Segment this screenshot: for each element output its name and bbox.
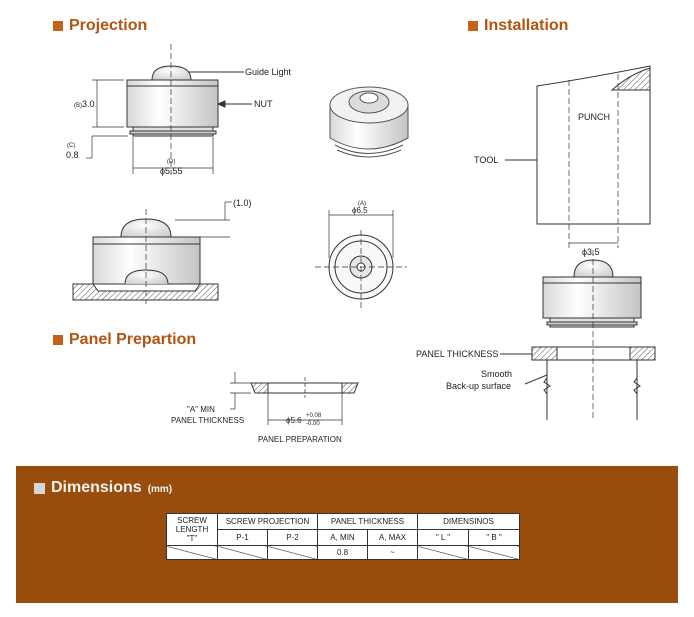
panel-preparation-title: Panel Prepartion	[69, 331, 197, 348]
a-min-header: A, MIN	[317, 529, 368, 546]
nut-3d-view	[329, 86, 409, 158]
tool-label: TOOL	[474, 155, 498, 165]
p1-header: P-1	[217, 529, 268, 546]
technical-drawing: Guide Light NUT (B) 3.0 (C) 0.8 (D) ϕ5.5…	[66, 44, 656, 444]
c-letter: (C)	[67, 143, 75, 149]
screw-projection-header: SCREW PROJECTION	[217, 513, 318, 530]
panel-preparation-heading: Panel Prepartion	[53, 331, 196, 349]
dimensions-header: DIMENSINOS	[417, 513, 520, 530]
table-cell-empty	[267, 545, 318, 560]
tolerance-plus: +0.08	[306, 413, 322, 419]
d-value: ϕ5.55	[160, 166, 183, 176]
punch-diameter: ϕ3.5	[582, 247, 600, 257]
nut-top-view	[315, 210, 407, 310]
backup-surface-label: Back-up surface	[446, 381, 511, 391]
a-max-value: ~	[367, 545, 418, 560]
a-min-value: 0.8	[317, 545, 368, 560]
screw-length-header: SCREW LENGTH "T"	[166, 513, 218, 546]
table-cell-empty	[166, 545, 218, 560]
installation-heading: Installation	[468, 17, 568, 35]
smooth-label: Smooth	[481, 369, 512, 379]
table-cell-empty	[468, 545, 520, 560]
dimensions-unit: (mm)	[147, 484, 173, 495]
nut-label: NUT	[254, 99, 273, 109]
p2-header: P-2	[267, 529, 318, 546]
nut-side-view	[86, 44, 252, 175]
b-letter: (B)	[74, 103, 82, 109]
dimensions-table: SCREW LENGTH "T" SCREW PROJECTION PANEL …	[166, 513, 520, 560]
a-min-label: "A" MIN	[187, 405, 215, 414]
projection-heading: Projection	[53, 17, 147, 35]
punch-label: PUNCH	[578, 112, 610, 122]
a-value: ϕ6.5	[352, 206, 368, 215]
hole-diameter: ϕ5.6	[286, 416, 302, 425]
panel-thickness-header: PANEL THICKNESS	[317, 513, 418, 530]
installation-panel-thickness-label: PANEL THICKNESS	[416, 349, 498, 359]
projection-title: Projection	[69, 17, 148, 34]
panel-preparation-drawing	[230, 372, 359, 425]
a-letter: (A)	[358, 201, 366, 207]
table-cell-empty	[217, 545, 268, 560]
heading-square-icon	[53, 335, 63, 345]
installation-title: Installation	[484, 17, 569, 34]
punch-tool	[505, 65, 651, 248]
panel-preparation-caption: PANEL PREPARATION	[258, 435, 342, 444]
dimensions-title: Dimensions	[51, 479, 142, 496]
a-max-header: A, MAX	[367, 529, 418, 546]
installed-nut	[500, 250, 656, 420]
c-value: 0.8	[66, 150, 79, 160]
b-value: 3.0	[82, 99, 95, 109]
projection-value: (1.0)	[233, 198, 252, 208]
panel-thickness-label: PANEL THICKNESS	[171, 416, 244, 425]
nut-installed-view	[72, 201, 232, 304]
dimensions-panel: Dimensions (mm) SCREW LENGTH "T" SCREW P…	[16, 466, 678, 603]
guide-light-label: Guide Light	[245, 67, 292, 77]
dimensions-heading: Dimensions (mm)	[34, 479, 172, 497]
heading-square-icon	[34, 482, 45, 494]
l-header: " L "	[417, 529, 469, 546]
tolerance-minus: -0.00	[306, 421, 320, 427]
b-header: " B "	[468, 529, 520, 546]
heading-square-icon	[53, 21, 63, 31]
d-letter: (D)	[167, 159, 175, 165]
heading-square-icon	[468, 21, 478, 31]
table-cell-empty	[417, 545, 469, 560]
